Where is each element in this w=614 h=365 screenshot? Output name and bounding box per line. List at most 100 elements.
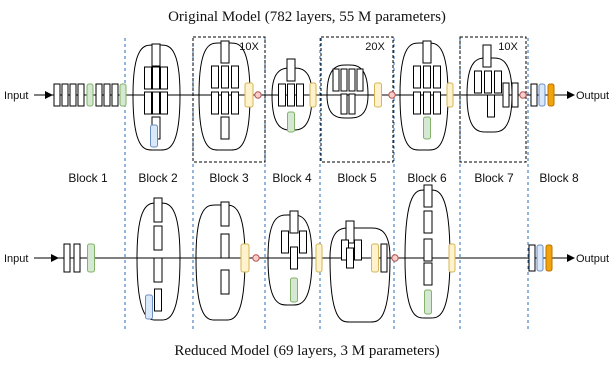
- batchnorm-layer: [87, 243, 95, 273]
- concat-layer: [244, 82, 254, 108]
- add-node: [254, 91, 262, 99]
- conv-layer: [61, 83, 69, 107]
- reduced-model-blocks: [63, 184, 553, 323]
- conv-layer: [511, 82, 519, 108]
- conv-layer: [290, 246, 298, 270]
- block-separators: [124, 38, 529, 330]
- conv-layer: [423, 210, 433, 234]
- add-node: [391, 254, 399, 262]
- batchnorm-layer: [424, 289, 432, 315]
- batchnorm-layer: [423, 116, 431, 140]
- conv-layer: [502, 82, 510, 108]
- concat-layer: [374, 82, 382, 108]
- conv-layer: [494, 70, 502, 94]
- pooling-layer: [150, 124, 158, 148]
- batchnorm-layer: [290, 277, 298, 303]
- conv-layer: [530, 83, 538, 107]
- conv-layer: [289, 210, 299, 234]
- conv-layer: [484, 70, 492, 94]
- conv-layer: [413, 65, 421, 89]
- conv-layer: [281, 230, 289, 254]
- conv-layer: [332, 68, 340, 92]
- conv-layer: [423, 262, 433, 286]
- conv-layer: [296, 83, 304, 107]
- conv-layer: [354, 239, 362, 261]
- conv-layer: [153, 225, 163, 251]
- conv-layer: [69, 83, 77, 107]
- conv-layer: [103, 83, 111, 107]
- conv-layer: [474, 70, 482, 94]
- repeat-boxes: [192, 36, 527, 163]
- repeat-box: [459, 36, 527, 163]
- conv-layer: [423, 65, 431, 89]
- conv-layer: [152, 66, 160, 90]
- concat-layer: [446, 82, 454, 108]
- conv-layer: [340, 93, 348, 115]
- conv-layer: [340, 68, 348, 92]
- block-label: Block 2: [138, 171, 178, 185]
- conv-layer: [413, 91, 421, 115]
- pooling-layer: [538, 83, 546, 107]
- conv-layer: [346, 247, 354, 269]
- conv-layer: [154, 288, 162, 312]
- branch-bottom: [329, 257, 391, 323]
- pooling-layer: [145, 294, 153, 320]
- branch-bottom: [132, 94, 181, 151]
- concat-layer: [309, 82, 317, 108]
- conv-layer: [111, 83, 119, 107]
- conv-layer: [152, 91, 160, 115]
- conv-layer: [528, 244, 536, 272]
- conv-layer: [221, 91, 229, 115]
- conv-layer: [356, 68, 364, 92]
- reduced-output-label: Output: [576, 253, 609, 265]
- conv-layer: [77, 83, 85, 107]
- branch-top: [326, 64, 369, 96]
- conv-layer: [220, 201, 230, 227]
- conv-layer: [211, 91, 219, 115]
- conv-layer: [153, 197, 163, 223]
- conv-layer: [160, 91, 168, 115]
- block-labels: Block 1 Block 2 Block 3 Block 4 Block 5 …: [68, 171, 579, 185]
- conv-layer: [433, 91, 441, 115]
- conv-layer: [211, 65, 219, 89]
- add-node: [519, 91, 527, 99]
- concat-layer: [448, 243, 456, 273]
- branch-bottom: [466, 94, 513, 133]
- branch-bottom: [404, 257, 451, 319]
- repeat-box: [320, 36, 394, 163]
- block-label: Block 8: [539, 171, 579, 185]
- conv-layer: [220, 233, 230, 259]
- output-layer: [547, 83, 555, 107]
- repeat-label-block-7: 10X: [498, 41, 518, 53]
- original-model-blocks: [53, 40, 555, 151]
- original-model-title: Original Model (782 layers, 55 M paramet…: [168, 9, 446, 25]
- conv-layer: [348, 68, 356, 92]
- conv-layer: [380, 243, 388, 273]
- conv-layer: [287, 83, 295, 107]
- original-output-label: Output: [576, 90, 609, 102]
- add-node: [388, 91, 396, 99]
- conv-layer: [220, 40, 230, 64]
- original-input-label: Input: [4, 90, 28, 102]
- conv-layer: [231, 91, 239, 115]
- conv-layer: [73, 243, 81, 273]
- branch-bottom: [326, 94, 369, 119]
- block-label: Block 4: [272, 171, 312, 185]
- concat-layer: [315, 243, 323, 273]
- output-layer: [545, 244, 553, 272]
- conv-layer: [487, 94, 495, 118]
- conv-layer: [345, 220, 355, 244]
- block-label: Block 3: [209, 171, 249, 185]
- repeat-box: [192, 36, 266, 163]
- block-label: Block 5: [337, 171, 377, 185]
- branch-bottom: [195, 257, 246, 321]
- block-label: Block 7: [474, 171, 514, 185]
- conv-layer: [348, 93, 356, 115]
- conv-layer: [144, 91, 152, 115]
- reduced-input-label: Input: [4, 253, 28, 265]
- conv-layer: [433, 65, 441, 89]
- concat-layer: [371, 243, 379, 273]
- conv-layer: [220, 269, 230, 295]
